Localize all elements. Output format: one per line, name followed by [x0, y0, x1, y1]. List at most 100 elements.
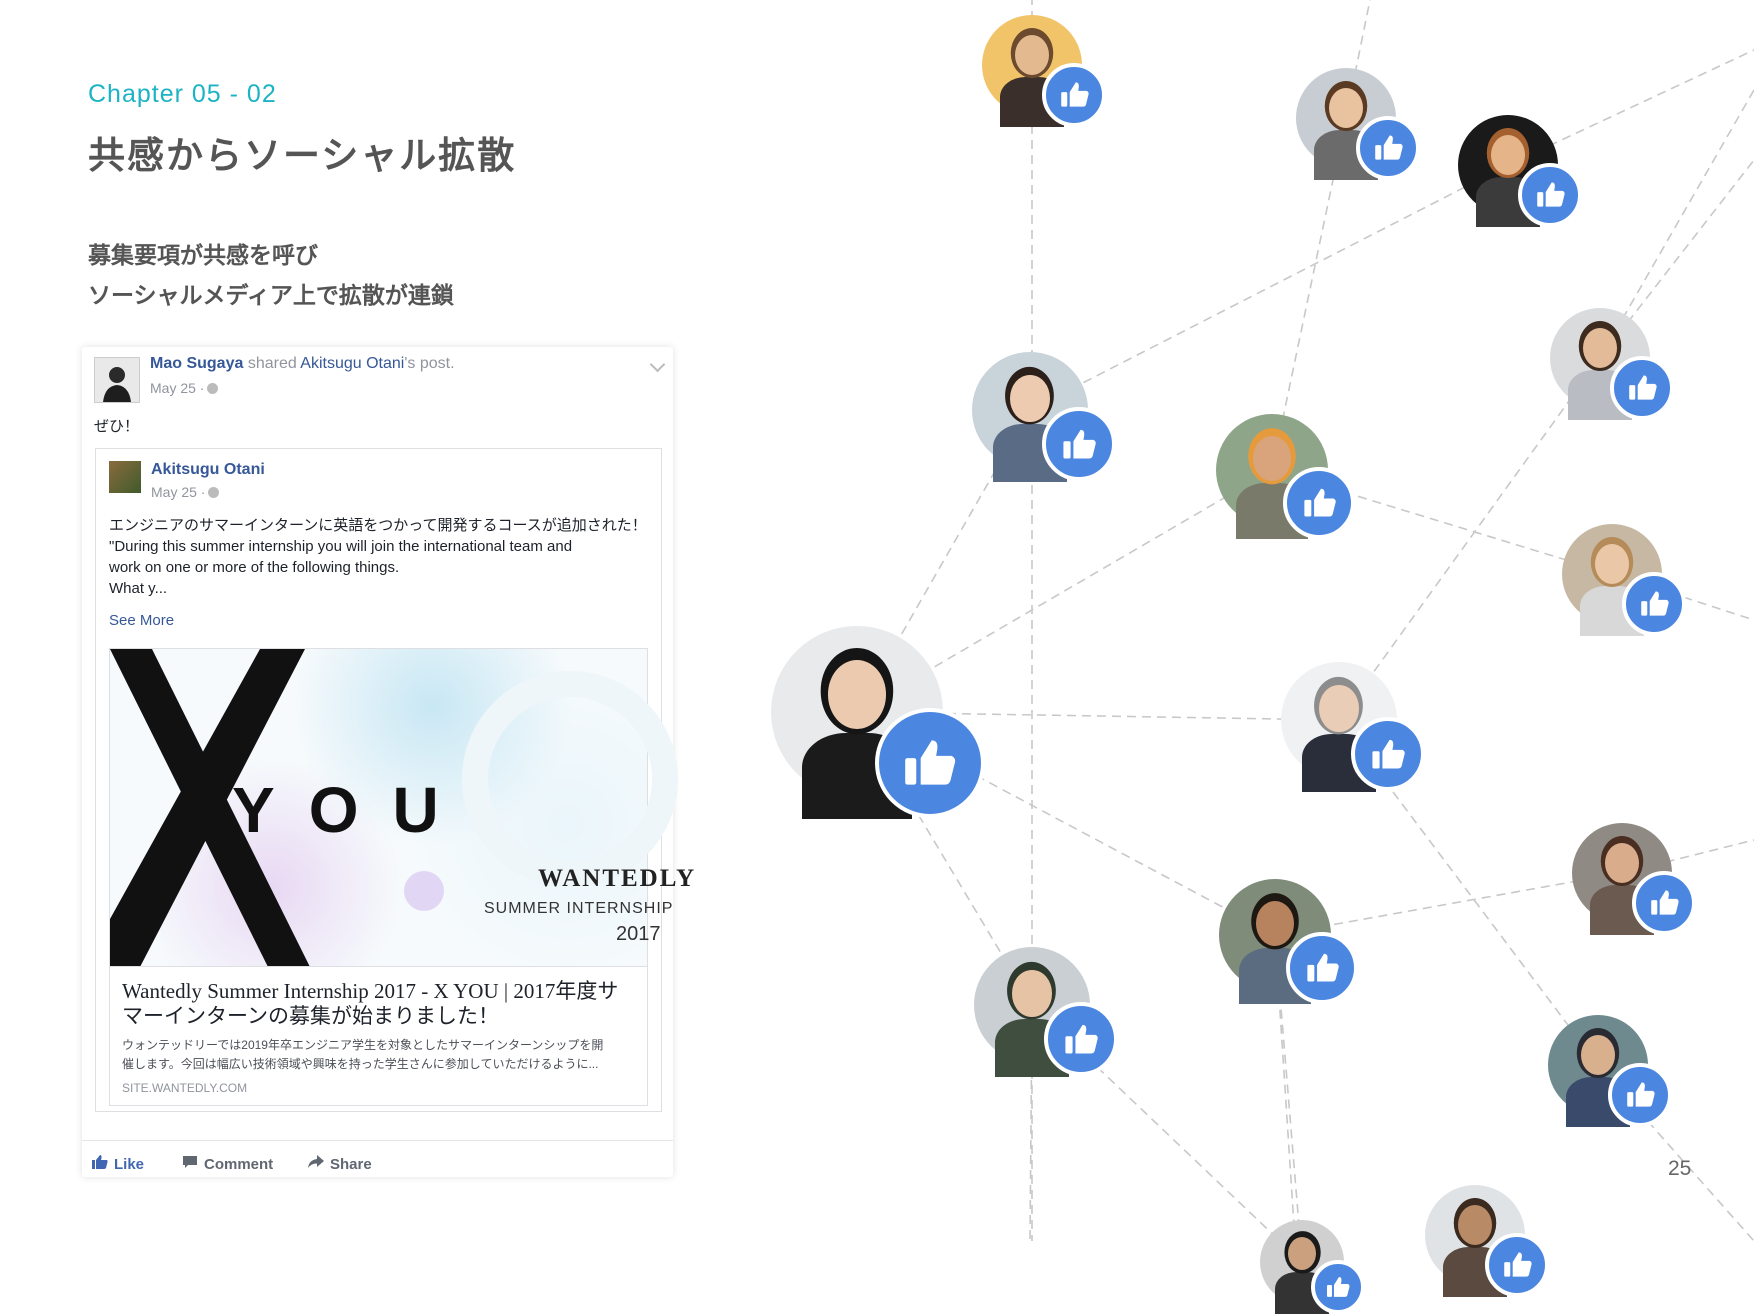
connection-line	[1338, 357, 1601, 721]
sharer-name-link[interactable]: Mao Sugaya	[150, 355, 244, 372]
avatar-face	[1605, 843, 1639, 883]
comment-label: Comment	[204, 1156, 274, 1173]
thumbs-up-icon	[1374, 135, 1403, 160]
person-node	[1219, 879, 1359, 1005]
lead-line-1: 募集要項が共感を呼び	[88, 243, 318, 269]
connection-line	[1611, 573, 1754, 621]
like-button[interactable]: Like	[92, 1155, 144, 1173]
post-date-text[interactable]: May 25 ·	[150, 380, 205, 396]
thumbs-up-icon	[1304, 489, 1336, 517]
link-title[interactable]: Wantedly Summer Internship 2017 - X YOU …	[122, 979, 619, 1028]
avatar-face	[1012, 970, 1052, 1017]
avatar-face	[1287, 1236, 1317, 1271]
connection-line	[1029, 1004, 1033, 1242]
link-preview-body[interactable]: Wantedly Summer Internship 2017 - X YOU …	[109, 966, 648, 1106]
person-node	[974, 947, 1119, 1077]
original-author-link[interactable]: Akitsugu Otani	[300, 355, 405, 372]
like-label: Like	[114, 1156, 145, 1173]
thumbs-up-icon	[92, 1155, 108, 1173]
thumbs-up-icon	[1307, 954, 1339, 982]
link-site: SITE.WANTEDLY.COM	[122, 1081, 248, 1095]
sharer-avatar[interactable]	[94, 357, 140, 403]
author-name-link[interactable]: Akitsugu Otani	[151, 461, 265, 478]
comment-icon	[182, 1155, 198, 1173]
post-header: Mao Sugaya shared Akitsugu Otani's post.	[150, 355, 455, 373]
post-message: ぜひ！	[94, 418, 140, 435]
post-link-text[interactable]: 's post.	[404, 355, 455, 372]
lead-text: 募集要項が共感を呼び ソーシャルメディア上で拡散が連鎖	[88, 236, 454, 316]
like-badge	[1286, 931, 1359, 1004]
person-node	[1572, 823, 1697, 935]
avatar-face	[1010, 375, 1050, 422]
like-badge	[1042, 62, 1107, 127]
connection-line	[1274, 934, 1303, 1263]
like-badge	[1042, 407, 1117, 482]
connection-line	[1029, 164, 1509, 411]
avatar-face	[1252, 436, 1292, 482]
thumbs-up-icon	[1536, 182, 1565, 207]
person-node	[1562, 524, 1687, 636]
person-node	[1550, 308, 1675, 420]
thumbs-up-icon	[1326, 1276, 1350, 1297]
avatar-face	[1015, 35, 1049, 75]
person-node	[1216, 414, 1356, 540]
shared-post-text: エンジニアのサマーインターンに英語をつかって開発するコースが追加された！ "Du…	[109, 515, 649, 599]
desc-line: ウォンテッドリーでは2019年卒エンジニア学生を対象としたサマーインターンシップ…	[122, 1038, 604, 1052]
facebook-post-card: Mao Sugaya shared Akitsugu Otani's post.…	[82, 347, 694, 1177]
like-badge	[1310, 1259, 1365, 1314]
lead-line-2: ソーシャルメディア上で拡散が連鎖	[88, 283, 454, 309]
person-node	[1458, 115, 1583, 227]
like-badge	[1283, 466, 1356, 539]
slide-title: 共感からソーシャル拡散	[88, 134, 517, 177]
post-date: May 25 ·	[150, 380, 219, 396]
x-logo-shape	[110, 649, 678, 967]
thumbs-up-icon	[905, 740, 956, 785]
connection-line	[1597, 1064, 1754, 1242]
like-badge	[1610, 355, 1675, 420]
author-avatar[interactable]	[109, 461, 141, 493]
image-wantedly-text: WANTEDLY	[538, 865, 697, 892]
share-icon	[308, 1155, 324, 1173]
share-button[interactable]: Share	[308, 1155, 372, 1173]
thumbs-up-icon	[1640, 591, 1669, 616]
share-label: Share	[330, 1156, 372, 1173]
connection-line	[1599, 89, 1754, 359]
see-more-link[interactable]: See More	[109, 612, 175, 629]
avatar-face	[1329, 88, 1363, 128]
chapter-label: Chapter 05 - 02	[88, 80, 277, 109]
like-badge	[1351, 717, 1426, 792]
thumbs-up-icon	[1650, 890, 1679, 915]
avatar-face	[1255, 901, 1295, 947]
comment-button[interactable]: Comment	[182, 1155, 273, 1173]
chapter-number: Chapter 05	[88, 80, 222, 108]
shared-post-date-text[interactable]: May 25 ·	[151, 484, 206, 500]
thumbs-up-icon	[1626, 1082, 1655, 1107]
text-line: What y...	[109, 580, 168, 597]
like-badge	[1356, 115, 1421, 180]
thumbs-up-icon	[1063, 430, 1096, 459]
thumbs-up-icon	[1060, 82, 1089, 107]
link-preview-image[interactable]: YOU WANTEDLY SUMMER INTERNSHIP 2017	[109, 648, 694, 967]
image-you-text: YOU	[232, 774, 473, 846]
globe-icon	[207, 383, 219, 394]
avatar-face	[1319, 685, 1359, 732]
thumbs-up-icon	[1372, 740, 1405, 769]
person-node	[1281, 662, 1426, 792]
avatar-face	[1458, 1205, 1492, 1245]
person-node	[1548, 1015, 1673, 1127]
like-badge	[1485, 1232, 1550, 1297]
text-line: エンジニアのサマーインターンに英語をつかって開発するコースが追加された！	[109, 517, 647, 534]
person-node	[771, 626, 985, 819]
like-badge	[1622, 571, 1687, 636]
shared-text: shared	[247, 355, 297, 372]
person-node	[1296, 68, 1421, 180]
text-line: work on one or more of the following thi…	[109, 559, 400, 576]
avatar-face	[1583, 328, 1617, 368]
text-line: "During this summer internship you will …	[109, 538, 573, 555]
like-badge	[1632, 870, 1697, 935]
thumbs-up-icon	[1628, 375, 1657, 400]
like-badge	[1044, 1002, 1119, 1077]
connection-line	[1274, 872, 1623, 936]
shared-post: Akitsugu Otani May 25 · エンジニアのサマーインターンに英…	[95, 448, 694, 1112]
link-description: ウォンテッドリーでは2019年卒エンジニア学生を対象としたサマーインターンシップ…	[122, 1036, 642, 1074]
